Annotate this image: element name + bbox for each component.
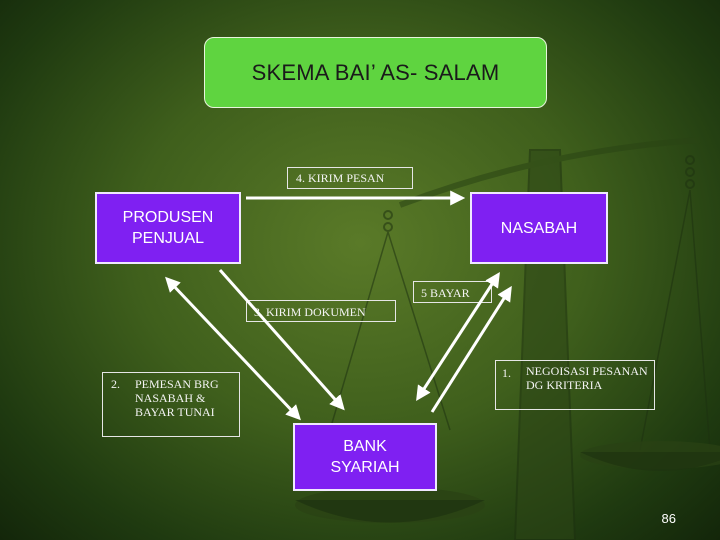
step-4-label: 4. KIRIM PESAN bbox=[287, 167, 413, 189]
step-1-number: 1. bbox=[502, 366, 511, 380]
node-nasabah: NASABAH bbox=[470, 192, 608, 264]
step-1-label: 1. NEGOISASI PESANAN DG KRITERIA bbox=[495, 360, 655, 410]
arrow-kirim-dokumen bbox=[218, 269, 345, 411]
node-produsen-penjual: PRODUSEN PENJUAL bbox=[95, 192, 241, 264]
step-2-number: 2. bbox=[111, 377, 120, 391]
page-number: 86 bbox=[661, 511, 676, 526]
node-bank-syariah: BANK SYARIAH bbox=[293, 423, 437, 491]
arrow-negoisasi bbox=[416, 271, 500, 402]
diagram-title: SKEMA BAI’ AS- SALAM bbox=[204, 37, 547, 108]
arrow-bayar bbox=[430, 285, 512, 413]
arrow-pemesanan bbox=[165, 276, 301, 421]
step-1-text: NEGOISASI PESANAN DG KRITERIA bbox=[526, 364, 648, 392]
